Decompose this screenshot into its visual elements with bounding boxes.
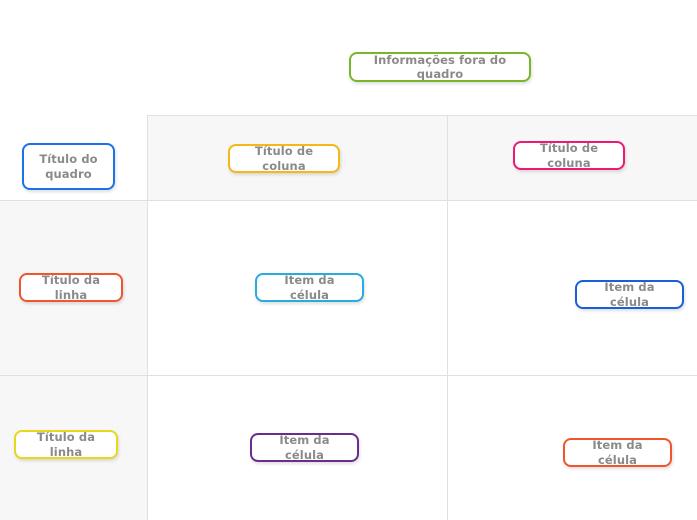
outside-board-note-chip[interactable]: Informações fora do quadro — [349, 52, 531, 82]
cell-item-chip-r1c2[interactable]: Item da célula — [575, 280, 684, 309]
grid-line-col1-right — [447, 115, 448, 520]
column-header-chip-1[interactable]: Título de coluna — [228, 144, 340, 173]
cell-item-chip-r2c1[interactable]: Item da célula — [250, 433, 359, 462]
board-title-chip[interactable]: Título do quadro — [22, 143, 115, 190]
cell-item-chip-r1c1[interactable]: Item da célula — [255, 273, 364, 302]
grid-line-top — [148, 115, 697, 116]
grid-line-row1-bottom — [0, 375, 697, 376]
grid-line-rowheader-right — [147, 115, 148, 520]
cell-item-chip-r2c2[interactable]: Item da célula — [563, 438, 672, 467]
column-header-chip-2[interactable]: Título de coluna — [513, 141, 625, 170]
row-header-chip-2[interactable]: Título da linha — [14, 430, 118, 459]
grid-line-header-bottom — [0, 200, 697, 201]
row-header-chip-1[interactable]: Título da linha — [19, 273, 123, 302]
